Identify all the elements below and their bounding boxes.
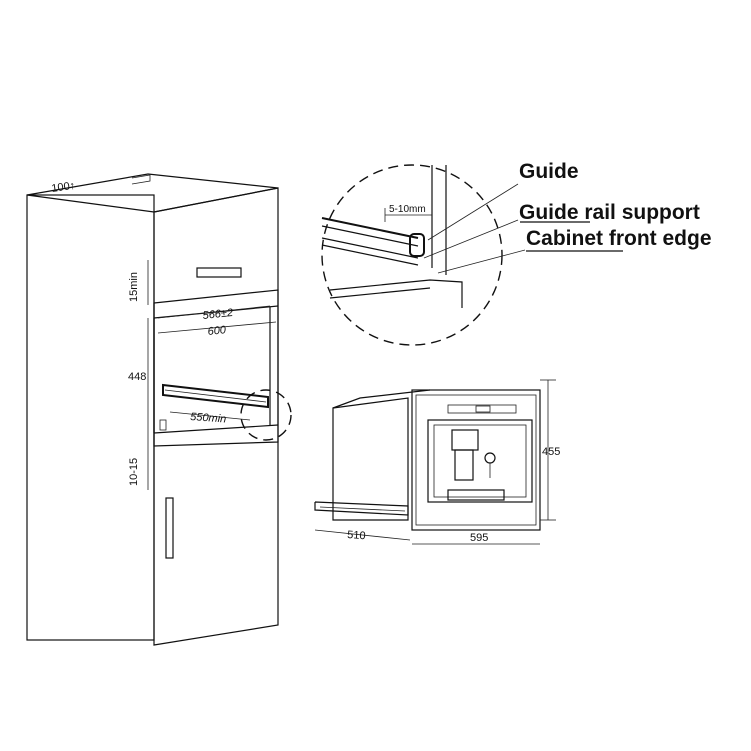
lower-door-handle: [165, 497, 174, 559]
dim-top-mark: 100↑: [51, 180, 76, 195]
upper-handle: [196, 267, 242, 278]
machine-spout: [451, 429, 479, 451]
dim-machine-width: 595: [470, 532, 488, 544]
coffee-machine: [314, 379, 556, 545]
dim-inner-width: 566±2: [202, 307, 234, 322]
machine-front-panel: [411, 389, 541, 531]
cabinet-dimension-lines: [147, 260, 277, 490]
machine-recess: [427, 419, 533, 503]
machine-body-side: [332, 397, 409, 521]
rail-bracket: [159, 419, 167, 431]
label-guide-rail-support: Guide rail support: [519, 201, 700, 224]
guide-rail: [162, 383, 269, 409]
dim-machine-depth: 510: [347, 529, 366, 542]
dim-outer-width: 600: [207, 324, 227, 338]
dim-detail-gap: 5-10mm: [389, 204, 426, 215]
label-guide: Guide: [519, 160, 579, 183]
cabinet-side-face: [153, 187, 279, 646]
dim-clearance-top: 15min: [128, 272, 140, 302]
label-cabinet-front-edge: Cabinet front edge: [526, 227, 712, 250]
dim-height: 448: [128, 371, 146, 383]
callout-leaders: [423, 183, 623, 274]
drip-tray: [447, 489, 505, 501]
detail-marker-circle: [240, 389, 292, 441]
machine-control-strip: [447, 404, 517, 414]
dim-rail-depth: 550min: [190, 411, 227, 425]
guide-rail-line: [164, 389, 267, 403]
steam-knob: [484, 452, 496, 464]
niche-shelf-bottom: [153, 424, 279, 434]
cabinet: [26, 173, 292, 646]
dim-clearance-bottom: 10-15: [128, 458, 140, 486]
dim-machine-height: 455: [542, 446, 560, 458]
detail-circle: [321, 164, 503, 346]
detail-view: [321, 164, 503, 346]
cabinet-top-notch: [131, 174, 151, 185]
cabinet-front-face: [26, 194, 155, 641]
